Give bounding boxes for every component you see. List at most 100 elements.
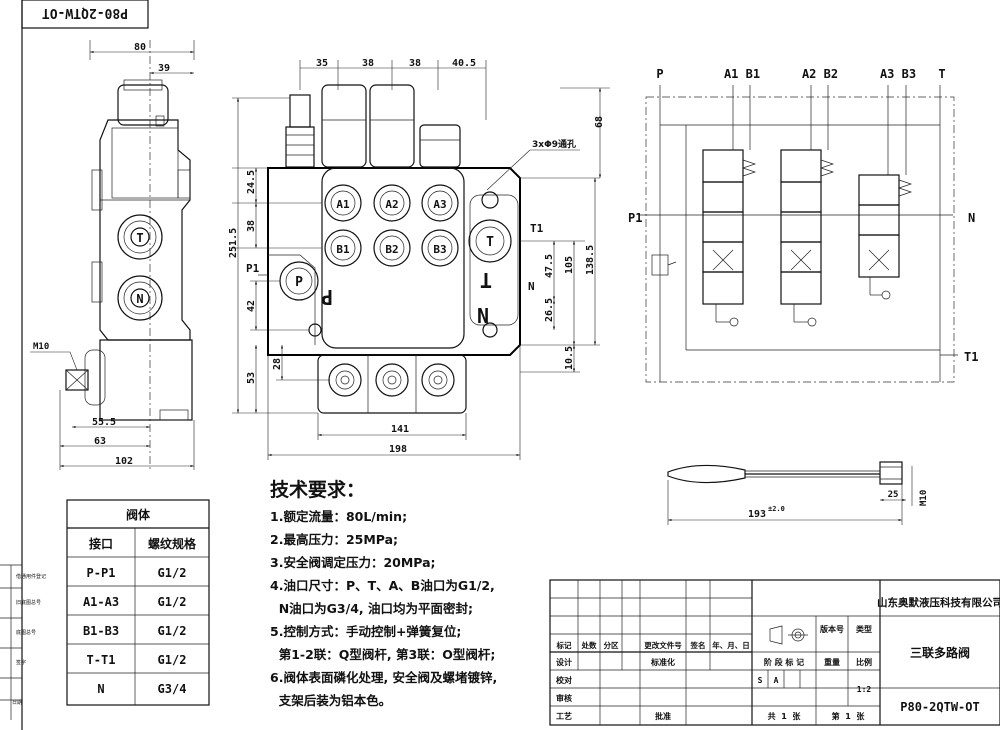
tech-requirements: 技术要求： 1.额定流量：80L/min; 2.最高压力：25MPa; 3.安全… [270,478,497,708]
side-view: 80 39 T N M10 55.5 63 [30,40,195,470]
main-view: 35 38 38 40.5 68 3xΦ9通孔 [228,58,610,460]
tech-line-2: 2.最高压力：25MPa; [270,532,398,547]
dim-193: 193 [748,509,766,520]
tb-rev-zone: 分区 [604,640,619,650]
tb-rev-mark: 标记 [556,640,572,650]
title-tag: P80-2QTW-OT [42,5,128,20]
dim-38-b: 38 [409,58,421,69]
tb-weight: 重量 [824,657,840,667]
dim-138-5: 138.5 [585,245,596,275]
tb-rev-count: 处数 [581,640,597,650]
dim-38-a: 38 [362,58,374,69]
tb-approve: 批准 [655,711,671,721]
dim-38-c: 38 [246,220,257,232]
margin-label-5: 日期 [12,700,22,706]
note-holes: 3xΦ9通孔 [532,138,576,150]
port-table-header-port: 接口 [89,536,113,551]
margin-label-4: 签字 [16,659,26,666]
schem-label-p: P [656,67,663,81]
tb-design: 设计 [556,657,572,667]
port-table: 阀体 接口 螺纹规格 P-P1 G1/2 A1-A3 G1/2 B1-B3 G1… [66,499,210,706]
dim-251-5: 251.5 [228,228,239,258]
dim-m10-side: M10 [33,342,49,352]
tech-line-8: 6.阀体表面磷化处理, 安全阀及螺堵镀锌, [270,670,497,685]
port-table-cell: P-P1 [87,566,116,580]
port-b2: B2 [385,243,398,256]
tb-review: 审核 [556,693,572,703]
tech-line-5: N油口为G3/4, 油口均为平面密封; [270,601,473,616]
margin-label-3: 底图总号 [16,629,36,636]
port-table-cell: B1-B3 [83,624,119,638]
tb-sheet-number: 第 1 张 [832,711,866,721]
port-table-cell: G1/2 [158,624,187,638]
margin-label-1: 借通用件登记 [16,573,46,580]
dim-40-5: 40.5 [452,58,476,69]
dim-102: 102 [115,456,133,467]
port-table-cell: T-T1 [87,653,116,667]
dim-39: 39 [158,63,170,74]
dim-10-5: 10.5 [564,346,575,370]
cast-letter-t: T [480,268,492,292]
tb-s: S [758,676,763,685]
dim-198: 198 [389,444,407,455]
tb-rev-doc: 更改文件号 [644,640,682,650]
dim-63: 63 [94,436,106,447]
port-a3: A3 [433,198,446,211]
label-n: N [528,280,535,293]
dim-105: 105 [564,256,575,274]
side-port-n: N [136,292,143,306]
dim-35: 35 [316,58,328,69]
port-a1: A1 [336,198,350,211]
tech-line-6: 5.控制方式：手动控制+弹簧复位; [270,624,461,639]
cast-letter-p: P [321,285,333,309]
tech-line-1: 1.额定流量：80L/min; [270,509,407,524]
schem-label-a1b1: A1 B1 [724,67,760,81]
tech-line-4: 4.油口尺寸：P、T、A、B油口为G1/2, [270,578,495,593]
tb-scale: 比例 [856,657,872,667]
label-p1: P1 [246,262,260,275]
dim-80: 80 [134,42,146,53]
port-table-header-thread: 螺纹规格 [148,536,197,551]
tech-heading: 技术要求： [270,478,365,501]
title-tag-box [21,0,149,29]
label-t1: T1 [530,222,544,235]
port-table-cell: G3/4 [158,682,187,696]
dim-24-5: 24.5 [246,170,257,194]
port-table-title: 阀体 [126,507,151,522]
margin-label-2: 旧底图总号 [16,599,41,606]
schem-label-t: T [938,67,945,81]
tb-scale-value: 1:2 [857,685,872,694]
tb-stage: 阶 段 标 记 [764,657,804,667]
dim-42: 42 [246,300,257,312]
tb-drawing-code: P80-2QTW-OT [900,700,979,714]
port-b3: B3 [433,243,446,256]
tech-line-7: 第1-2联：Q型阀杆, 第3联：O型阀杆; [270,647,495,662]
tb-total-sheets: 共 1 张 [768,711,802,721]
port-t: T [486,235,494,250]
dim-25: 25 [888,490,899,500]
tb-company: 山东奥默液压科技有限公司 [877,596,1000,609]
schem-label-a2b2: A2 B2 [802,67,838,81]
schem-label-t1: T1 [964,350,978,364]
tb-craft: 工艺 [556,711,572,721]
port-a2: A2 [385,198,398,211]
tb-rev-sign: 签名 [690,640,706,650]
port-table-cell: G1/2 [158,595,187,609]
tb-version: 版本号 [819,624,844,634]
side-port-t: T [136,231,143,245]
dim-55-5: 55.5 [92,417,116,428]
dim-53: 53 [246,372,257,384]
cast-letter-n: N [477,304,489,328]
tech-line-3: 3.安全阀调定压力：20MPa; [270,555,436,570]
tb-std: 标准化 [650,657,675,667]
tb-drawing-name: 三联多路阀 [910,645,970,660]
dim-141: 141 [391,424,409,435]
port-table-cell: G1/2 [158,653,187,667]
port-table-cell: G1/2 [158,566,187,580]
schem-label-p1: P1 [628,211,642,225]
schem-label-n: N [968,211,975,225]
port-b1: B1 [336,243,350,256]
port-p: P [295,275,303,290]
schem-label-a3b3: A3 B3 [880,67,916,81]
